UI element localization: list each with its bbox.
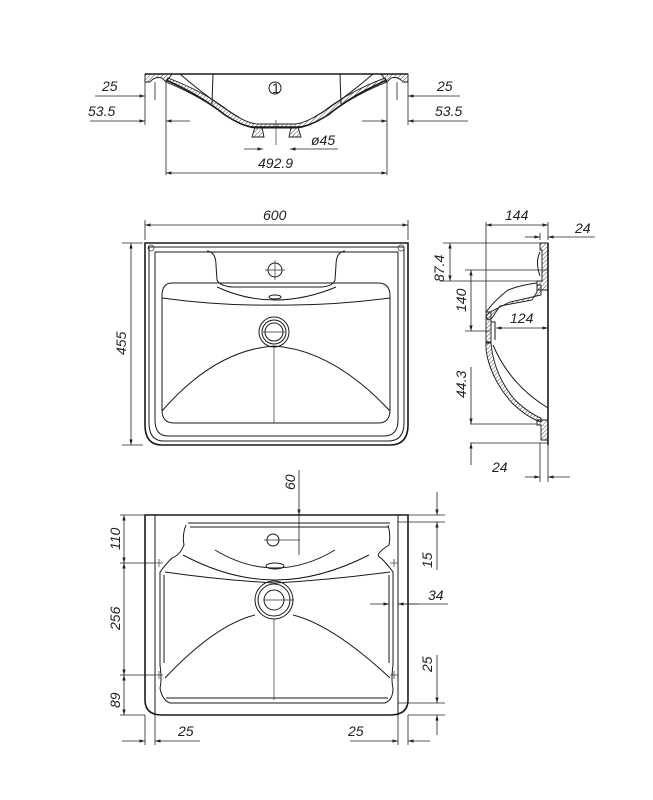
dim-side-top-depth: 144 (505, 207, 529, 223)
dim-left-outer: 53.5 (88, 103, 115, 119)
dim-side-shelf-depth: 124 (510, 310, 534, 326)
dim-total-width: 600 (263, 207, 287, 223)
dim-drain-diameter: ø45 (311, 132, 335, 148)
dim-middle-depth: 256 (107, 606, 123, 631)
dim-right-outer: 53.5 (435, 103, 462, 119)
dim-right-top: 15 (419, 552, 435, 568)
dim-side-bottom-rim: 24 (491, 459, 508, 475)
dim-right-bottom: 25 (419, 656, 435, 673)
dim-right-inner: 25 (436, 78, 453, 94)
section-marker: 1 (272, 80, 280, 96)
dim-side-shelf-height: 140 (453, 288, 469, 312)
dim-total-depth: 455 (113, 331, 129, 355)
section-front-view: 1 25 53.5 25 53.5 ø45 492.9 (88, 73, 468, 175)
side-section-view: 144 24 87.4 140 124 44.3 24 (431, 207, 595, 482)
dim-tap-offset: 60 (282, 474, 298, 490)
dim-side-top-rim: 24 (574, 220, 591, 236)
dim-left-bottom: 25 (177, 723, 194, 739)
top-view: 600 455 (113, 207, 409, 446)
dim-right-side: 34 (428, 587, 444, 603)
dim-bowl-width: 492.9 (258, 155, 293, 171)
bottom-view: 60 110 256 89 15 34 25 (107, 470, 448, 745)
dim-front-depth: 89 (107, 692, 123, 708)
dim-side-tap-height: 87.4 (431, 255, 447, 282)
dim-side-bottom-height: 44.3 (453, 371, 469, 398)
dim-left-inner: 25 (101, 78, 118, 94)
dim-right-bottom-h: 25 (347, 723, 364, 739)
dim-rear-depth: 110 (107, 527, 123, 550)
